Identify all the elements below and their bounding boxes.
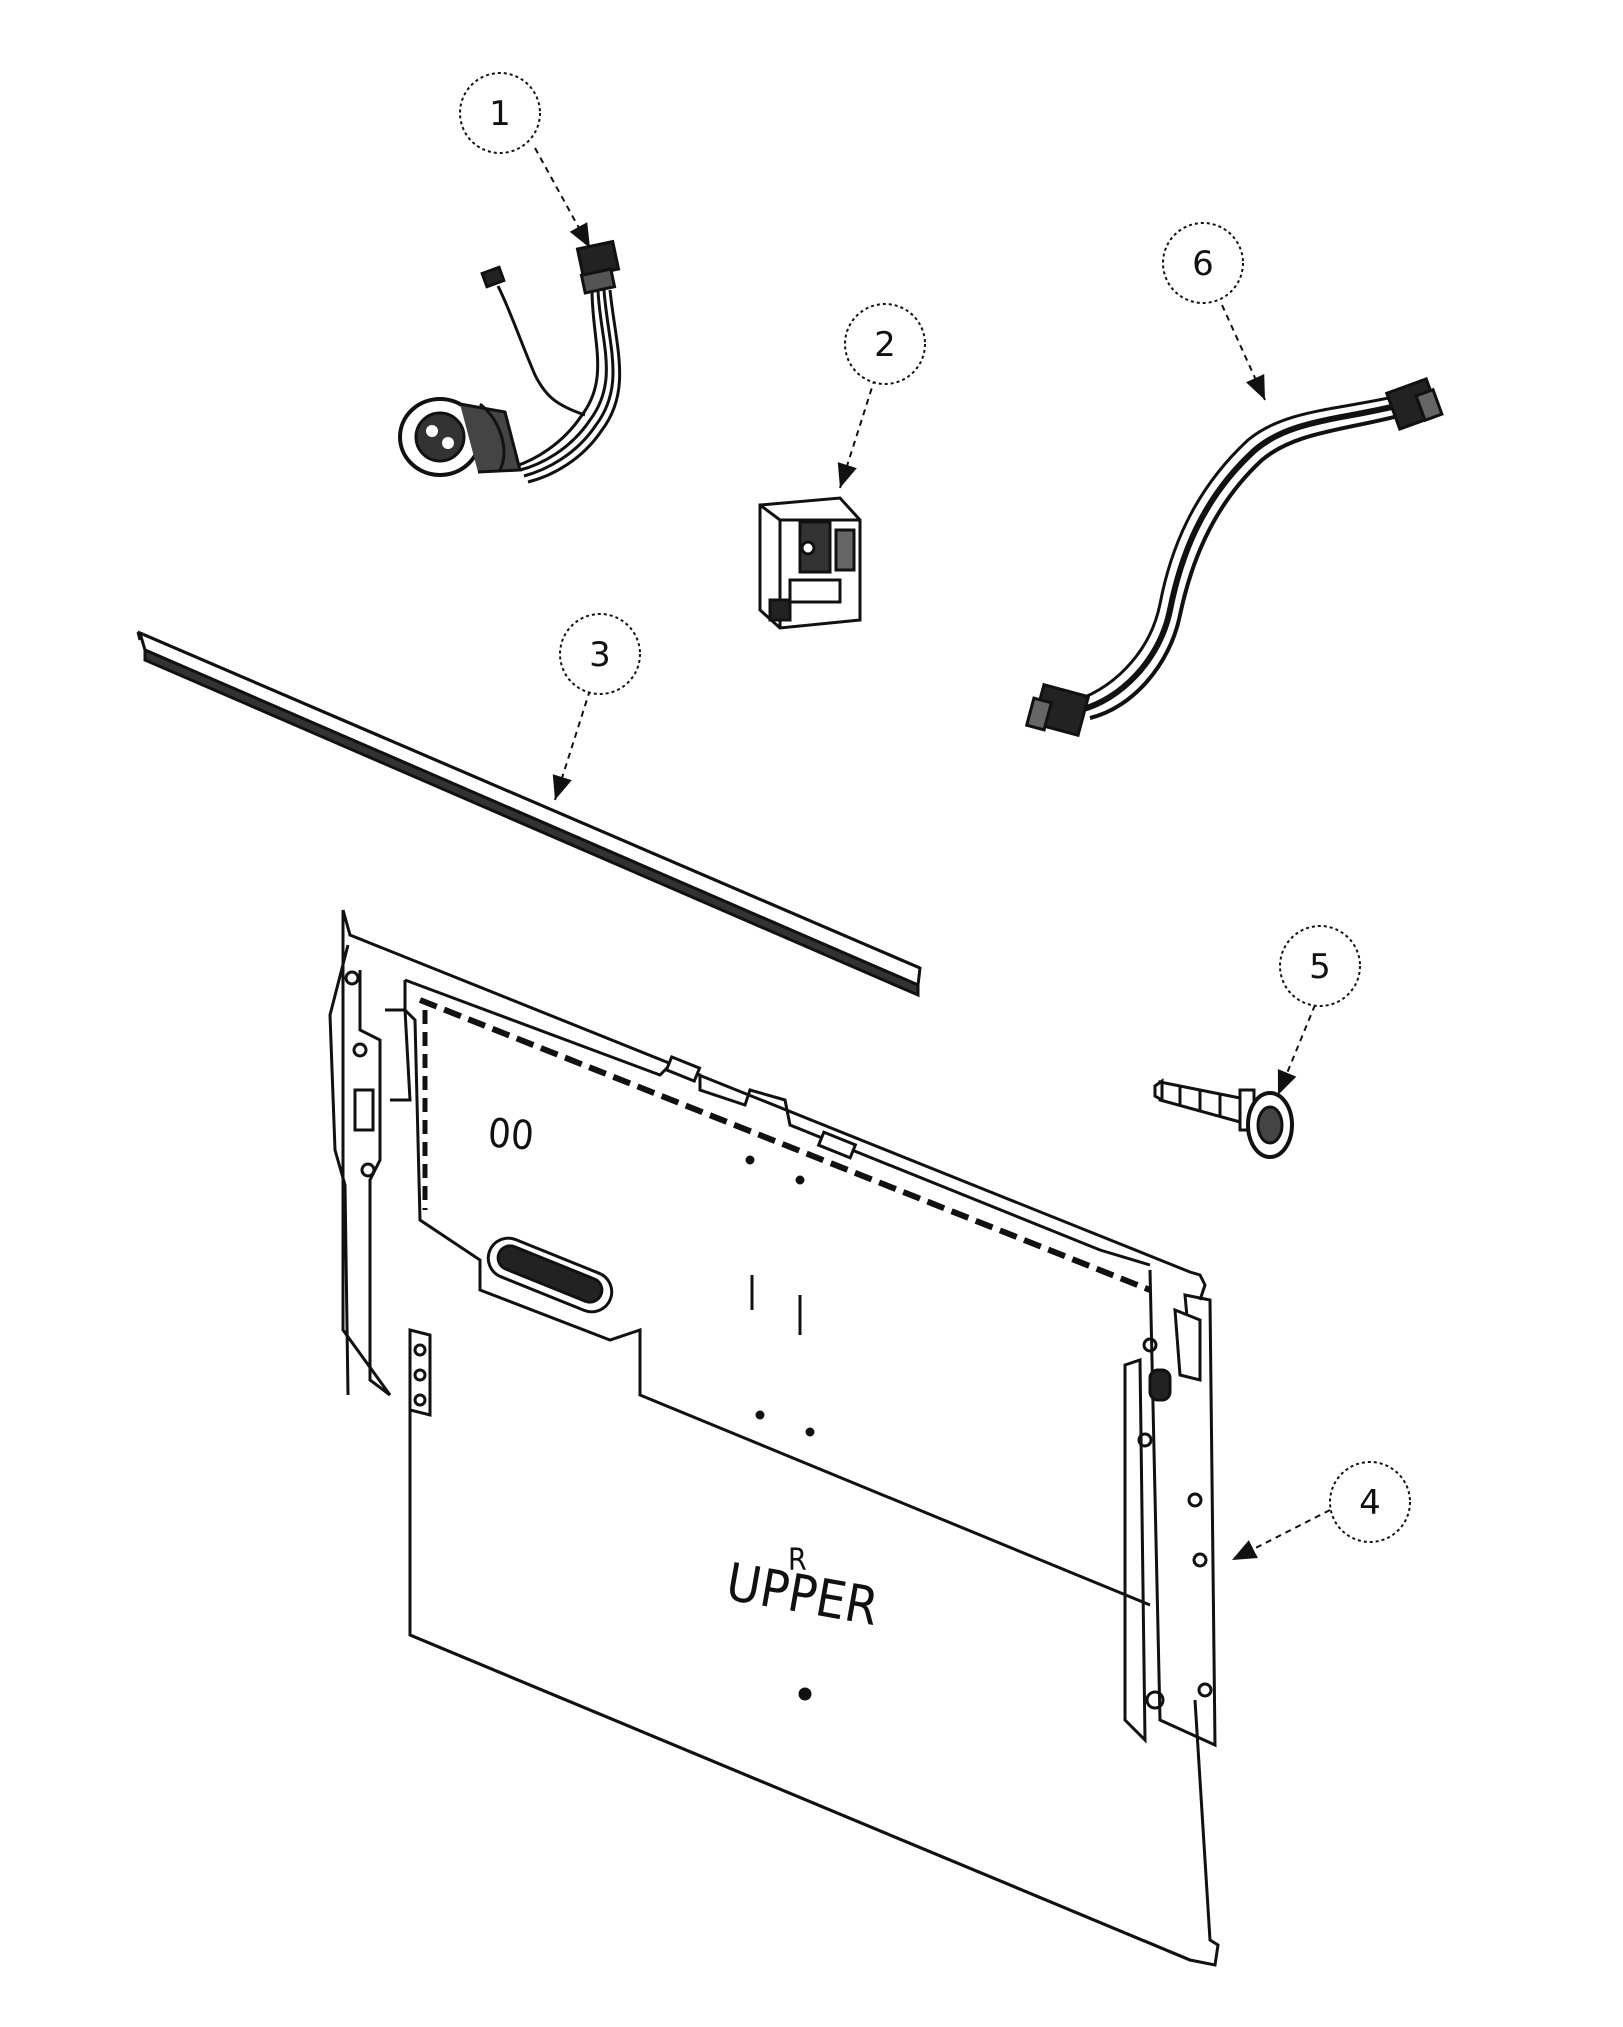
leader-5 xyxy=(1277,1004,1316,1096)
part-4-mounting-panel xyxy=(328,909,1220,1967)
panel-marking-r: R xyxy=(788,1543,807,1578)
callout-6: 6 xyxy=(1162,222,1244,304)
callout-5: 5 xyxy=(1279,925,1361,1007)
svg-text:3: 3 xyxy=(589,635,611,675)
leader-3 xyxy=(552,689,591,801)
svg-text:2: 2 xyxy=(874,325,896,365)
svg-text:1: 1 xyxy=(489,94,511,134)
part-6-cable-assembly xyxy=(1024,377,1444,738)
part-1-harness-socket xyxy=(398,239,622,484)
part-3-long-rail xyxy=(136,630,922,998)
svg-text:5: 5 xyxy=(1309,947,1331,987)
svg-text:6: 6 xyxy=(1192,244,1214,284)
panel-slot-mark: 00 xyxy=(486,1111,535,1160)
leader-4 xyxy=(1231,1509,1331,1561)
callout-1: 1 xyxy=(459,72,541,154)
leader-1 xyxy=(534,147,591,249)
svg-text:4: 4 xyxy=(1359,1483,1381,1523)
leader-lines xyxy=(534,147,1331,1561)
part-5-bolt xyxy=(1153,1078,1294,1159)
leader-6 xyxy=(1221,304,1266,401)
part-2-switch-block xyxy=(758,496,862,630)
panel-marking-upper: UPPER xyxy=(722,1553,883,1639)
callout-3: 3 xyxy=(559,613,641,695)
leader-2 xyxy=(837,377,876,489)
callout-2: 2 xyxy=(844,303,926,385)
callout-4: 4 xyxy=(1329,1461,1411,1543)
